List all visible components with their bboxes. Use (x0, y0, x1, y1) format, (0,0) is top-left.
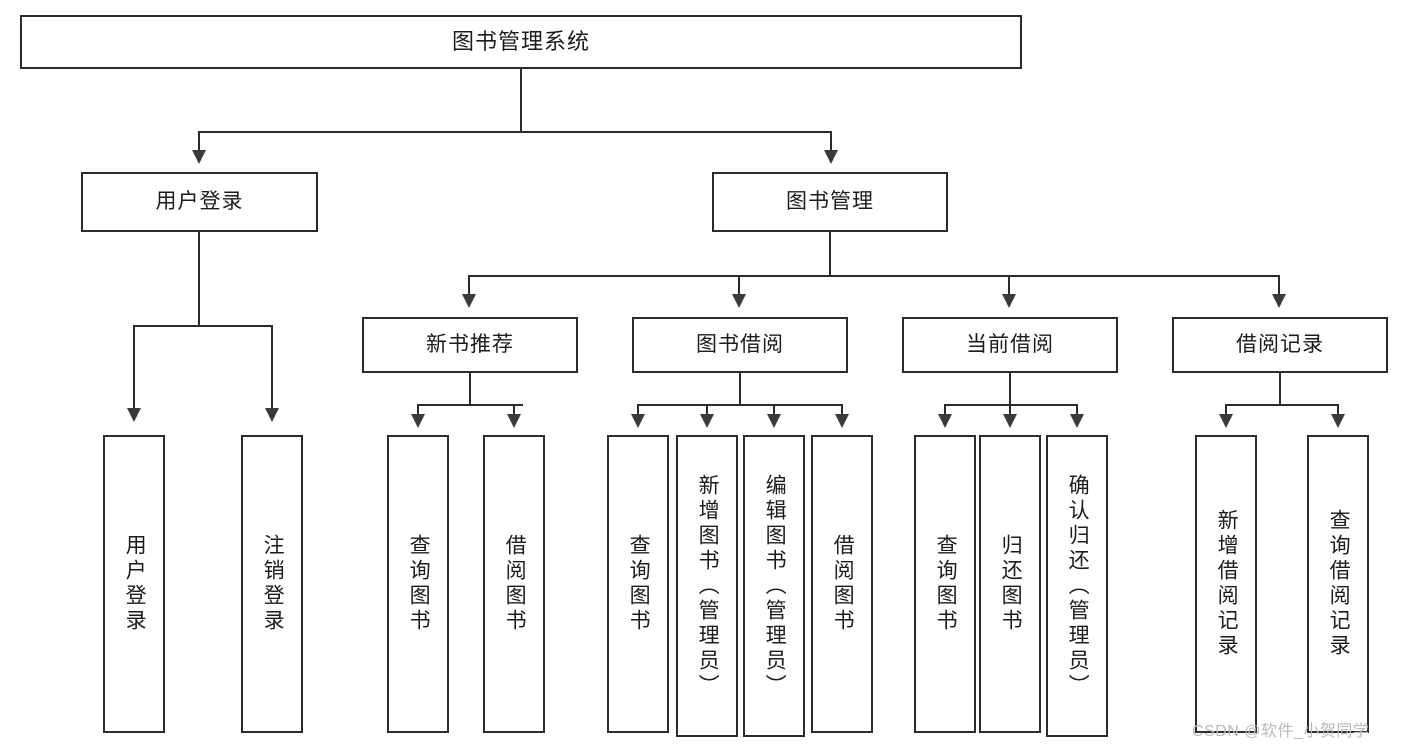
arrow-to-current-borrow-leaf-1 (938, 414, 952, 428)
leaf-new-book-query[interactable]: 查询图书 (387, 435, 449, 733)
arrow-to-borrow-record-leaf-1 (1219, 414, 1233, 428)
connector-book-borrow-drop-1 (637, 404, 639, 415)
connector-new-book-stem (469, 373, 471, 405)
connector-book-borrow-bus (637, 404, 843, 406)
node-user-login[interactable]: 用户登录 (81, 172, 318, 232)
connector-root-stem (520, 69, 522, 132)
connector-book-borrow-drop-3 (773, 404, 775, 415)
connector-new-book-drop-1 (417, 404, 419, 415)
leaf-add-book-admin[interactable]: 新增图书（管理员） (676, 435, 738, 737)
arrow-to-book-borrow-leaf-4 (835, 414, 849, 428)
leaf-return-book[interactable]: 归还图书 (979, 435, 1041, 733)
connector-borrow-record-stem (1279, 373, 1281, 405)
node-borrow-record[interactable]: 借阅记录 (1172, 317, 1388, 373)
arrow-to-current-borrow-leaf-2 (1003, 414, 1017, 428)
leaf-borrow-book[interactable]: 借阅图书 (811, 435, 873, 733)
arrow-to-book-borrow-leaf-3 (767, 414, 781, 428)
connector-new-book-bus (417, 404, 523, 406)
connector-borrow-record-bus (1225, 404, 1337, 406)
connector-book-borrow-drop-4 (841, 404, 843, 415)
connector-level3-drop-2 (738, 275, 740, 295)
leaf-logout[interactable]: 注销登录 (241, 435, 303, 733)
connector-current-borrow-bus (944, 404, 1078, 406)
leaf-user-login[interactable]: 用户登录 (103, 435, 165, 733)
connector-user-login-bus (133, 325, 273, 327)
connector-level3-drop-3 (1008, 275, 1010, 295)
connector-current-borrow-stem (1009, 373, 1011, 405)
connector-level3-bus (468, 275, 1280, 277)
connector-current-borrow-drop-1 (944, 404, 946, 415)
connector-borrow-record-drop-1 (1225, 404, 1227, 415)
arrow-to-borrow-record (1272, 294, 1286, 308)
node-new-book-recommend[interactable]: 新书推荐 (362, 317, 578, 373)
arrow-to-new-book-recommend (462, 294, 476, 308)
node-book-management[interactable]: 图书管理 (712, 172, 948, 232)
arrow-to-book-borrow (732, 294, 746, 308)
connector-root-bus (198, 131, 832, 133)
connector-user-login-drop-2 (271, 325, 273, 409)
connector-book-borrow-drop-2 (706, 404, 708, 415)
leaf-new-book-borrow[interactable]: 借阅图书 (483, 435, 545, 733)
node-current-borrow[interactable]: 当前借阅 (902, 317, 1118, 373)
connector-borrow-record-drop-2 (1337, 404, 1339, 415)
connector-current-borrow-drop-3 (1076, 404, 1078, 415)
arrow-to-current-borrow (1002, 294, 1016, 308)
arrow-to-current-borrow-leaf-3 (1070, 414, 1084, 428)
leaf-borrow-query-book[interactable]: 查询图书 (607, 435, 669, 733)
connector-level3-drop-4 (1278, 275, 1280, 295)
connector-root-drop-left (198, 131, 200, 151)
arrow-to-new-book-leaf-1 (411, 414, 425, 428)
connector-current-borrow-drop-2 (1009, 404, 1011, 415)
arrow-to-logout-leaf (265, 408, 279, 422)
node-book-borrow[interactable]: 图书借阅 (632, 317, 848, 373)
node-root-library-system[interactable]: 图书管理系统 (20, 15, 1022, 69)
connector-root-drop-right (830, 131, 832, 151)
arrow-to-new-book-leaf-2 (507, 414, 521, 428)
connector-level3-drop-1 (468, 275, 470, 295)
leaf-add-borrow-record[interactable]: 新增借阅记录 (1195, 435, 1257, 733)
leaf-confirm-return-admin[interactable]: 确认归还（管理员） (1046, 435, 1108, 737)
arrow-to-book-management (824, 150, 838, 164)
leaf-edit-book-admin[interactable]: 编辑图书（管理员） (743, 435, 805, 737)
connector-book-borrow-stem (739, 373, 741, 405)
arrow-to-book-borrow-leaf-1 (631, 414, 645, 428)
arrow-to-user-login-leaf (127, 408, 141, 422)
connector-user-login-stem (198, 232, 200, 326)
arrow-to-book-borrow-leaf-2 (700, 414, 714, 428)
connector-user-login-drop-1 (133, 325, 135, 409)
connector-book-management-stem (829, 232, 831, 276)
arrow-to-user-login (192, 150, 206, 164)
connector-new-book-drop-2 (513, 404, 515, 415)
leaf-current-query-book[interactable]: 查询图书 (914, 435, 976, 733)
leaf-query-borrow-record[interactable]: 查询借阅记录 (1307, 435, 1369, 733)
arrow-to-borrow-record-leaf-2 (1331, 414, 1345, 428)
